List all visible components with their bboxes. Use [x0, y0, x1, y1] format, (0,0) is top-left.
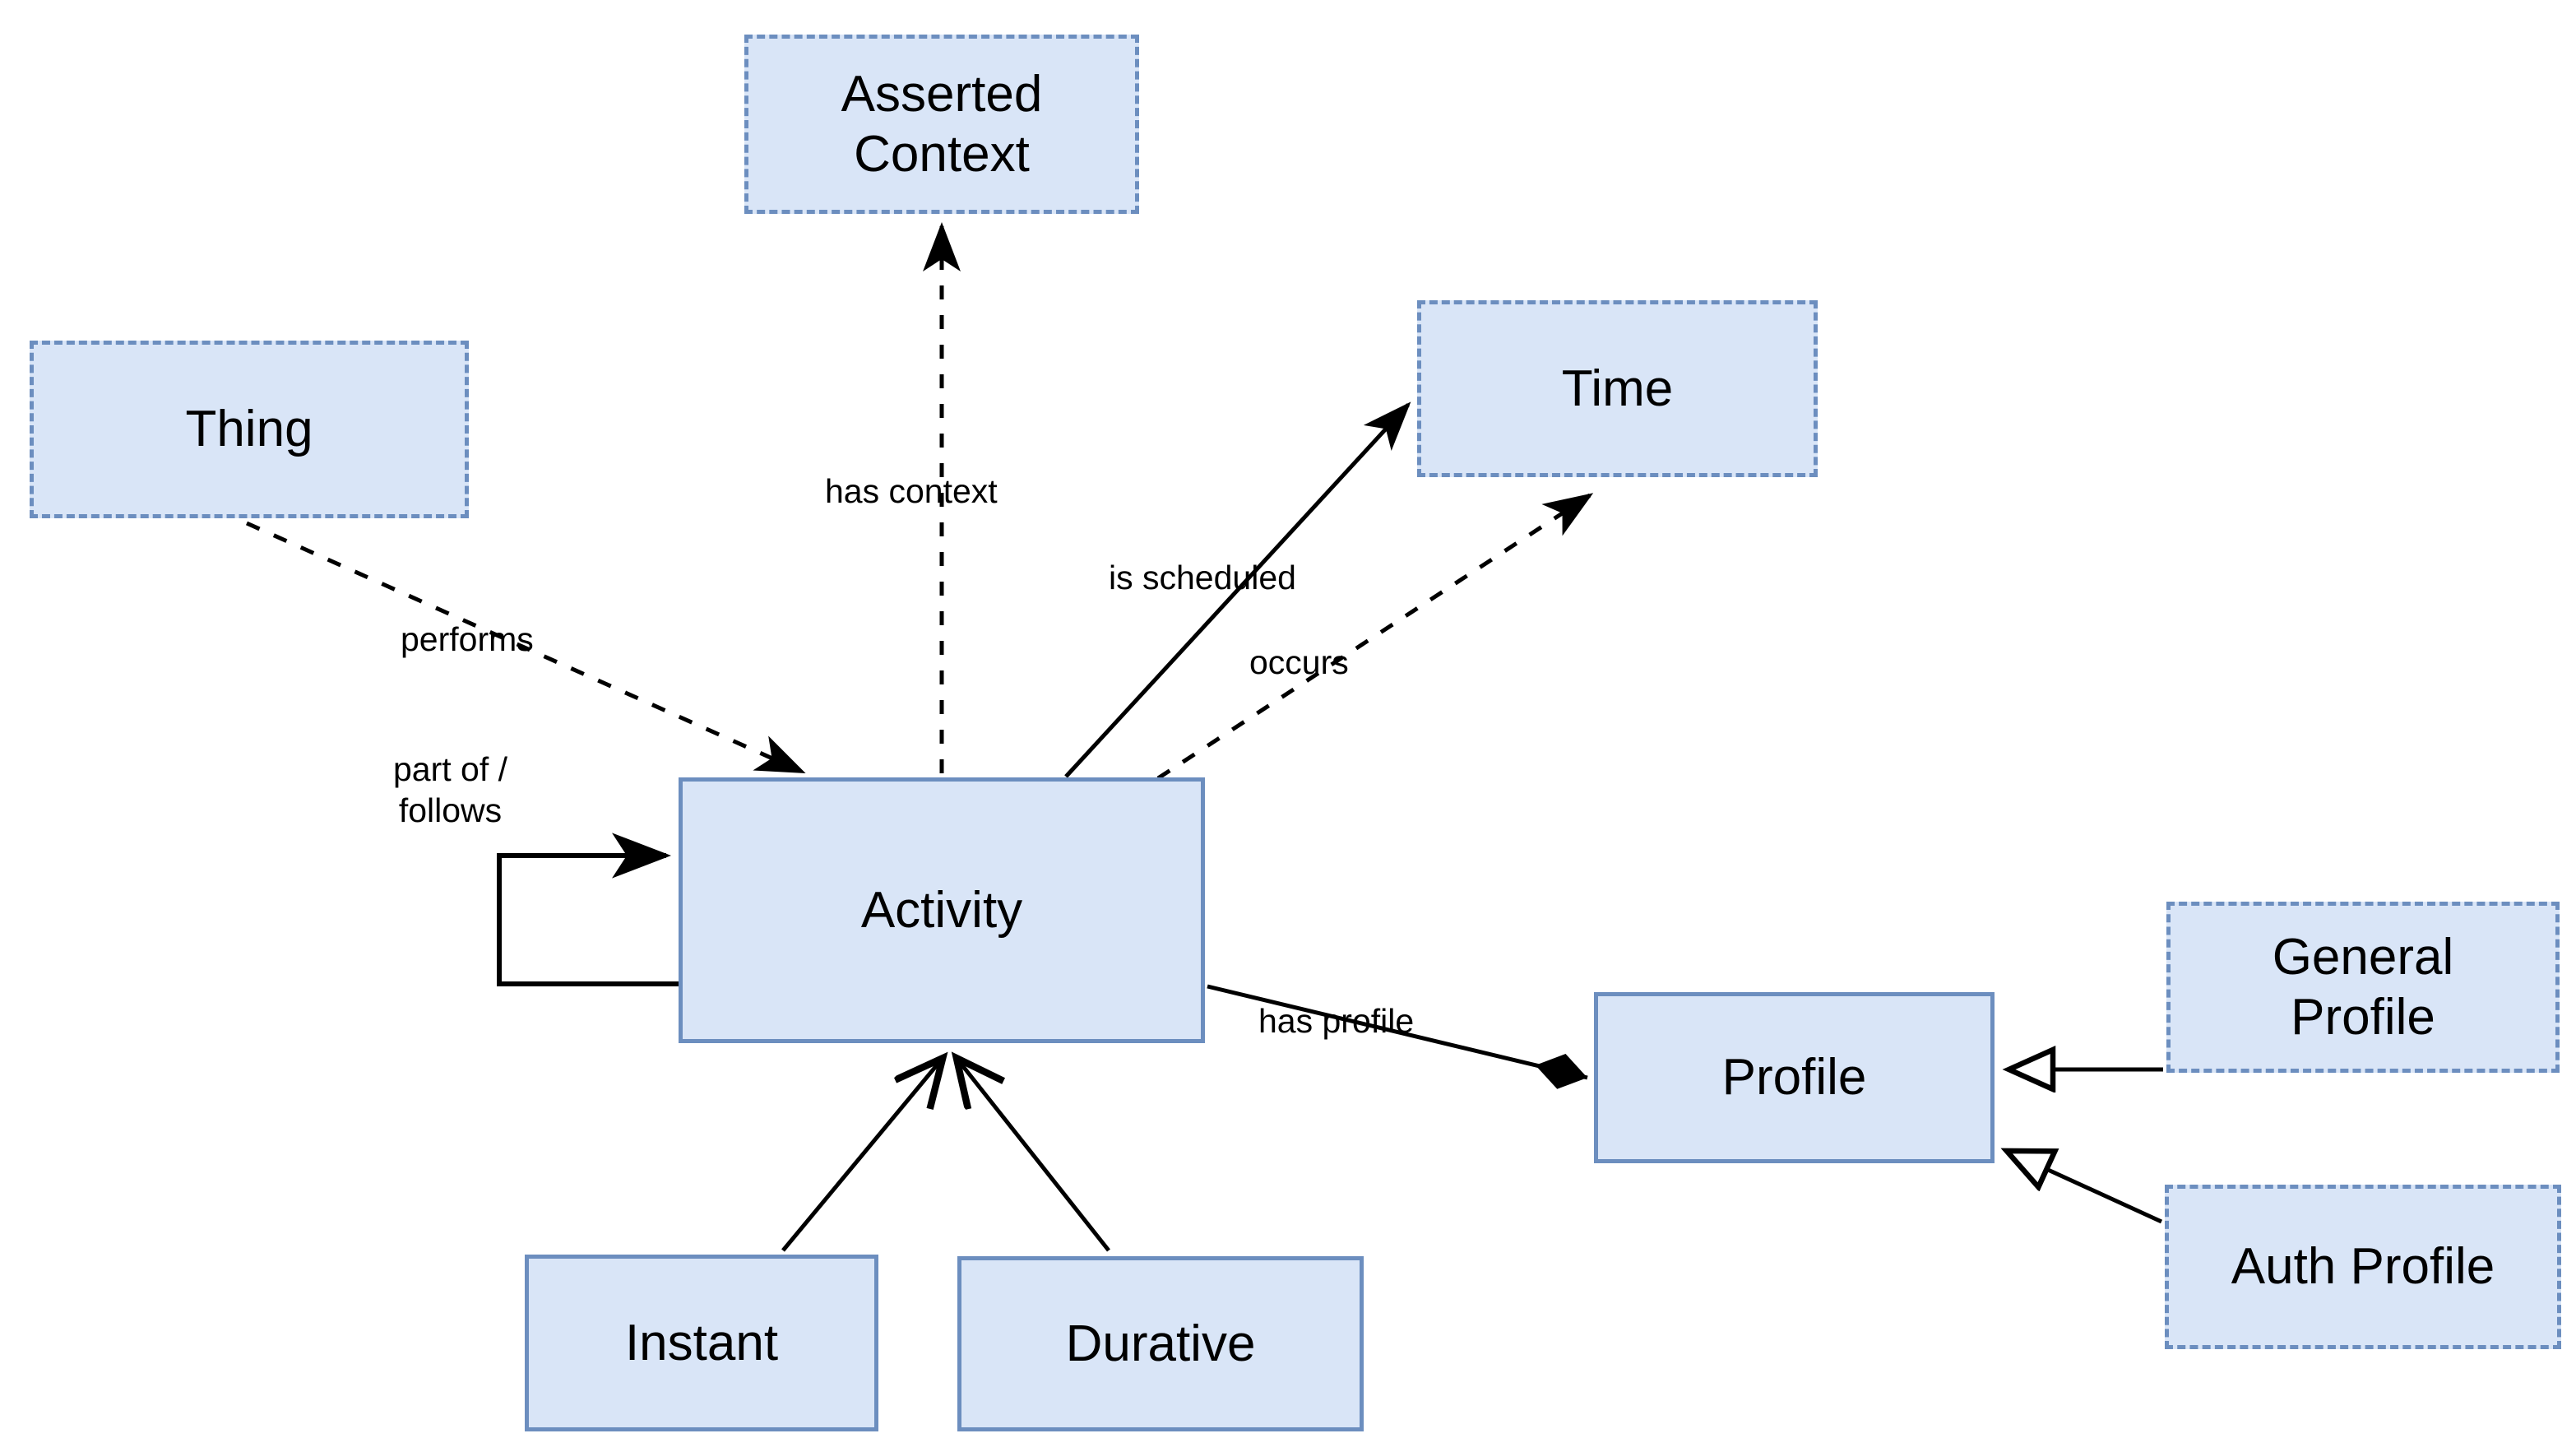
node-general-profile[interactable]: General Profile [2166, 902, 2560, 1073]
edge-occurs [1156, 493, 1594, 781]
node-profile[interactable]: Profile [1594, 992, 1995, 1163]
node-time[interactable]: Time [1417, 300, 1818, 477]
node-asserted-context-label: Asserted Context [841, 65, 1043, 183]
node-asserted-context[interactable]: Asserted Context [744, 35, 1139, 214]
node-durative[interactable]: Durative [957, 1256, 1364, 1431]
node-general-profile-label: General Profile [2272, 928, 2454, 1046]
node-thing[interactable]: Thing [30, 341, 469, 518]
edge-durative-generalization [959, 1061, 1110, 1252]
edge-label-has-profile: has profile [1258, 1002, 1415, 1040]
node-time-label: Time [1561, 360, 1674, 417]
edge-label-occurs: occurs [1249, 643, 1349, 681]
node-activity-label: Activity [860, 881, 1023, 939]
node-durative-label: Durative [1065, 1315, 1256, 1372]
edge-label-performs: performs [401, 620, 534, 658]
node-auth-profile[interactable]: Auth Profile [2165, 1185, 2561, 1349]
edge-part-of-follows [497, 833, 679, 986]
node-activity[interactable]: Activity [679, 777, 1205, 1043]
node-thing-label: Thing [185, 401, 313, 458]
edge-label-part-of-follows: part of / follows [393, 750, 508, 830]
node-profile-label: Profile [1721, 1049, 1867, 1106]
edge-label-is-scheduled: is scheduled [1109, 559, 1296, 596]
edge-auth-profile-generalization [2008, 1152, 2163, 1224]
node-instant-label: Instant [624, 1314, 779, 1371]
node-auth-profile-label: Auth Profile [2231, 1238, 2495, 1296]
edge-label-has-context: has context [825, 472, 998, 510]
node-instant[interactable]: Instant [525, 1255, 878, 1431]
edge-instant-generalization [781, 1061, 940, 1252]
